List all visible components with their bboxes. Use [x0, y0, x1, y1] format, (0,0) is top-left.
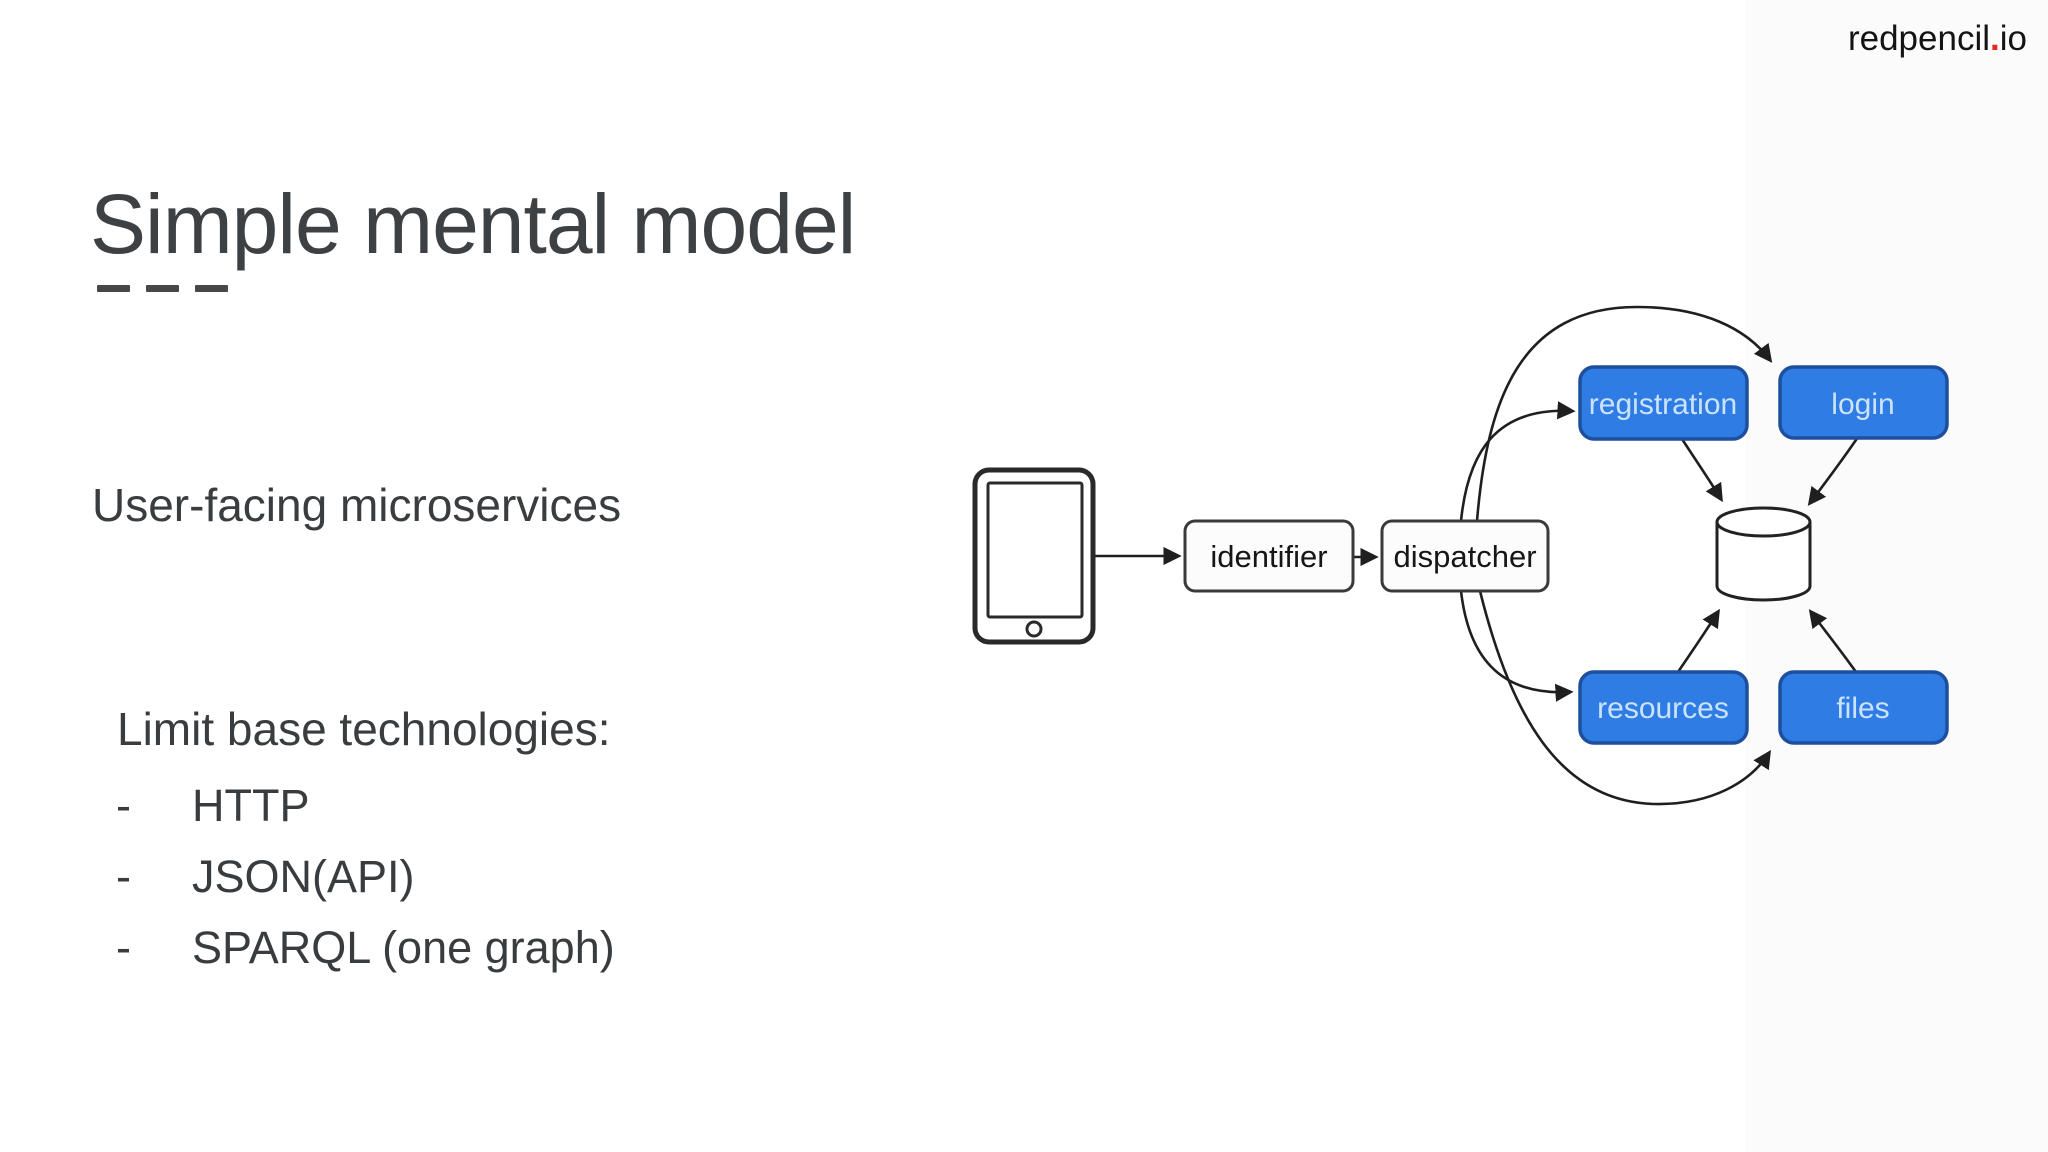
- tablet-home-button: [1025, 620, 1043, 638]
- database-icon: [1715, 506, 1812, 602]
- title-underline-dash: [97, 285, 130, 292]
- node-dispatcher-label: dispatcher: [1393, 539, 1536, 574]
- architecture-diagram: identifier dispatcher registration login…: [972, 305, 1949, 806]
- tablet-icon: [972, 467, 1096, 645]
- bullet-marker: -: [116, 922, 131, 973]
- edge-registration-database: [1680, 438, 1723, 503]
- list-item: - SPARQL (one graph): [0, 912, 720, 983]
- bullet-label: SPARQL (one graph): [192, 922, 615, 973]
- node-files-label: files: [1836, 692, 1889, 725]
- node-identifier-label: identifier: [1210, 539, 1327, 574]
- edge-dispatcher-resources: [1459, 590, 1574, 702]
- node-registration-label: registration: [1589, 388, 1737, 421]
- edge-dispatcher-files: [1478, 590, 1771, 806]
- edge-dispatcher-login: [1475, 305, 1773, 522]
- bullet-label: JSON(API): [192, 851, 415, 902]
- page-title: Simple mental model: [90, 177, 856, 272]
- title-underline-dash: [146, 285, 179, 292]
- node-identifier: identifier: [1183, 519, 1355, 593]
- node-files: files: [1778, 670, 1949, 745]
- bullet-marker: -: [116, 851, 131, 902]
- node-resources: resources: [1578, 670, 1749, 745]
- node-dispatcher: dispatcher: [1380, 519, 1550, 593]
- bullet-marker: -: [116, 780, 131, 831]
- node-registration: registration: [1578, 365, 1749, 441]
- intro-text: User-facing microservices: [92, 479, 622, 531]
- title-underline-dashes: [97, 279, 244, 292]
- node-resources-label: resources: [1597, 692, 1729, 725]
- edge-resources-database: [1676, 608, 1720, 673]
- edge-files-database: [1808, 609, 1858, 673]
- title-underline-dash: [195, 285, 228, 292]
- edge-login-database: [1807, 436, 1860, 506]
- node-login: login: [1778, 365, 1949, 440]
- brand-dot: .: [1990, 19, 2000, 58]
- list-item: - JSON(API): [0, 841, 720, 912]
- brand-prefix: redpencil: [1847, 19, 1991, 58]
- bullet-list: - HTTP - JSON(API) - SPARQL (one graph): [0, 770, 720, 983]
- node-login-label: login: [1831, 388, 1894, 421]
- list-item: - HTTP: [0, 770, 720, 841]
- brand-suffix: io: [1999, 19, 2027, 58]
- tablet-screen: [986, 481, 1084, 619]
- list-heading: Limit base technologies:: [117, 703, 611, 755]
- bullet-label: HTTP: [192, 780, 310, 831]
- brand-logo: redpencil.io: [1848, 19, 2027, 59]
